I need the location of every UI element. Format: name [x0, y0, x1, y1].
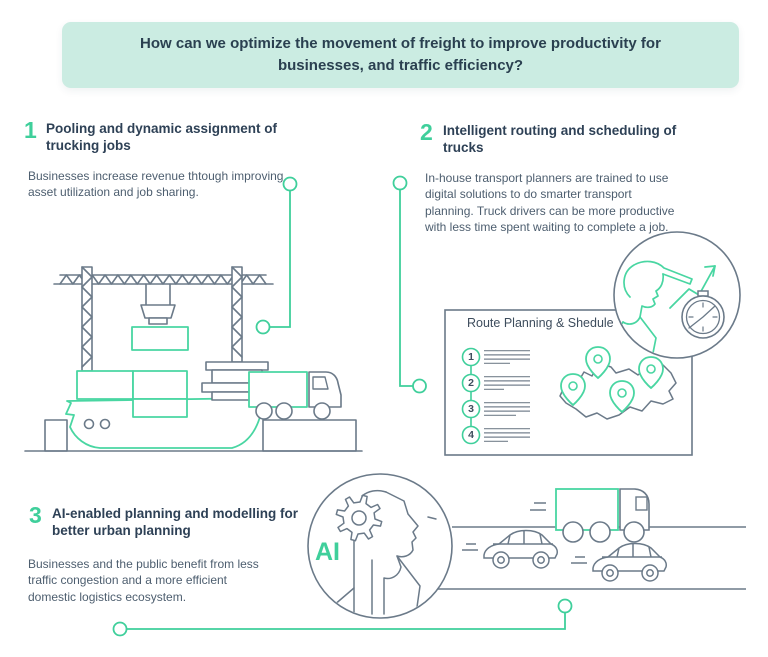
section-1-body: Businesses increase revenue thtough impr… [28, 169, 284, 200]
traffic-illustration [438, 488, 746, 590]
section-1-title: Pooling and dynamic assignment of trucki… [46, 121, 278, 153]
map-pin-icon [609, 380, 635, 413]
section-1-number: 1 [24, 117, 37, 143]
connector-line-2 [392, 175, 427, 394]
section-3-number: 3 [29, 502, 42, 528]
section-3-body: Businesses and the public benefit from l… [28, 557, 259, 604]
connector-line-1 [255, 176, 298, 335]
delivery-truck-icon [530, 488, 650, 543]
stopwatch-icon [681, 290, 725, 339]
gear-icon [335, 494, 383, 542]
route-panel-title: Route Planning & Shedule [467, 316, 614, 330]
ai-label: AI [315, 538, 340, 566]
section-2-title: Intelligent routing and scheduling of tr… [443, 123, 677, 155]
car-icon [570, 542, 667, 582]
growth-arrow-icon [669, 265, 716, 309]
question-text: How can we optimize the movement of frei… [140, 35, 661, 74]
section-2-number: 2 [420, 119, 433, 145]
map-pin-icon [560, 373, 586, 406]
route-step-2: 2 [468, 376, 474, 389]
section-2-body: In-house transport planners are trained … [425, 171, 675, 234]
port-crane-ship-illustration [24, 266, 363, 452]
route-step-1: 1 [468, 350, 474, 363]
question-banner: How can we optimize the movement of frei… [62, 22, 739, 88]
driver-icon [615, 260, 693, 357]
car-icon [461, 529, 558, 569]
route-step-4: 4 [468, 428, 474, 441]
dock-truck-icon [248, 371, 342, 420]
section-3-title: AI-enabled planning and modelling for be… [52, 506, 298, 538]
driver-stopwatch-illustration [613, 231, 741, 359]
map-pin-icon [638, 356, 664, 389]
route-step-3: 3 [468, 402, 474, 415]
singapore-map-icon [559, 346, 677, 420]
route-step-text-lines [484, 350, 530, 442]
route-planning-panel [444, 309, 693, 456]
map-pin-icon [585, 346, 611, 379]
